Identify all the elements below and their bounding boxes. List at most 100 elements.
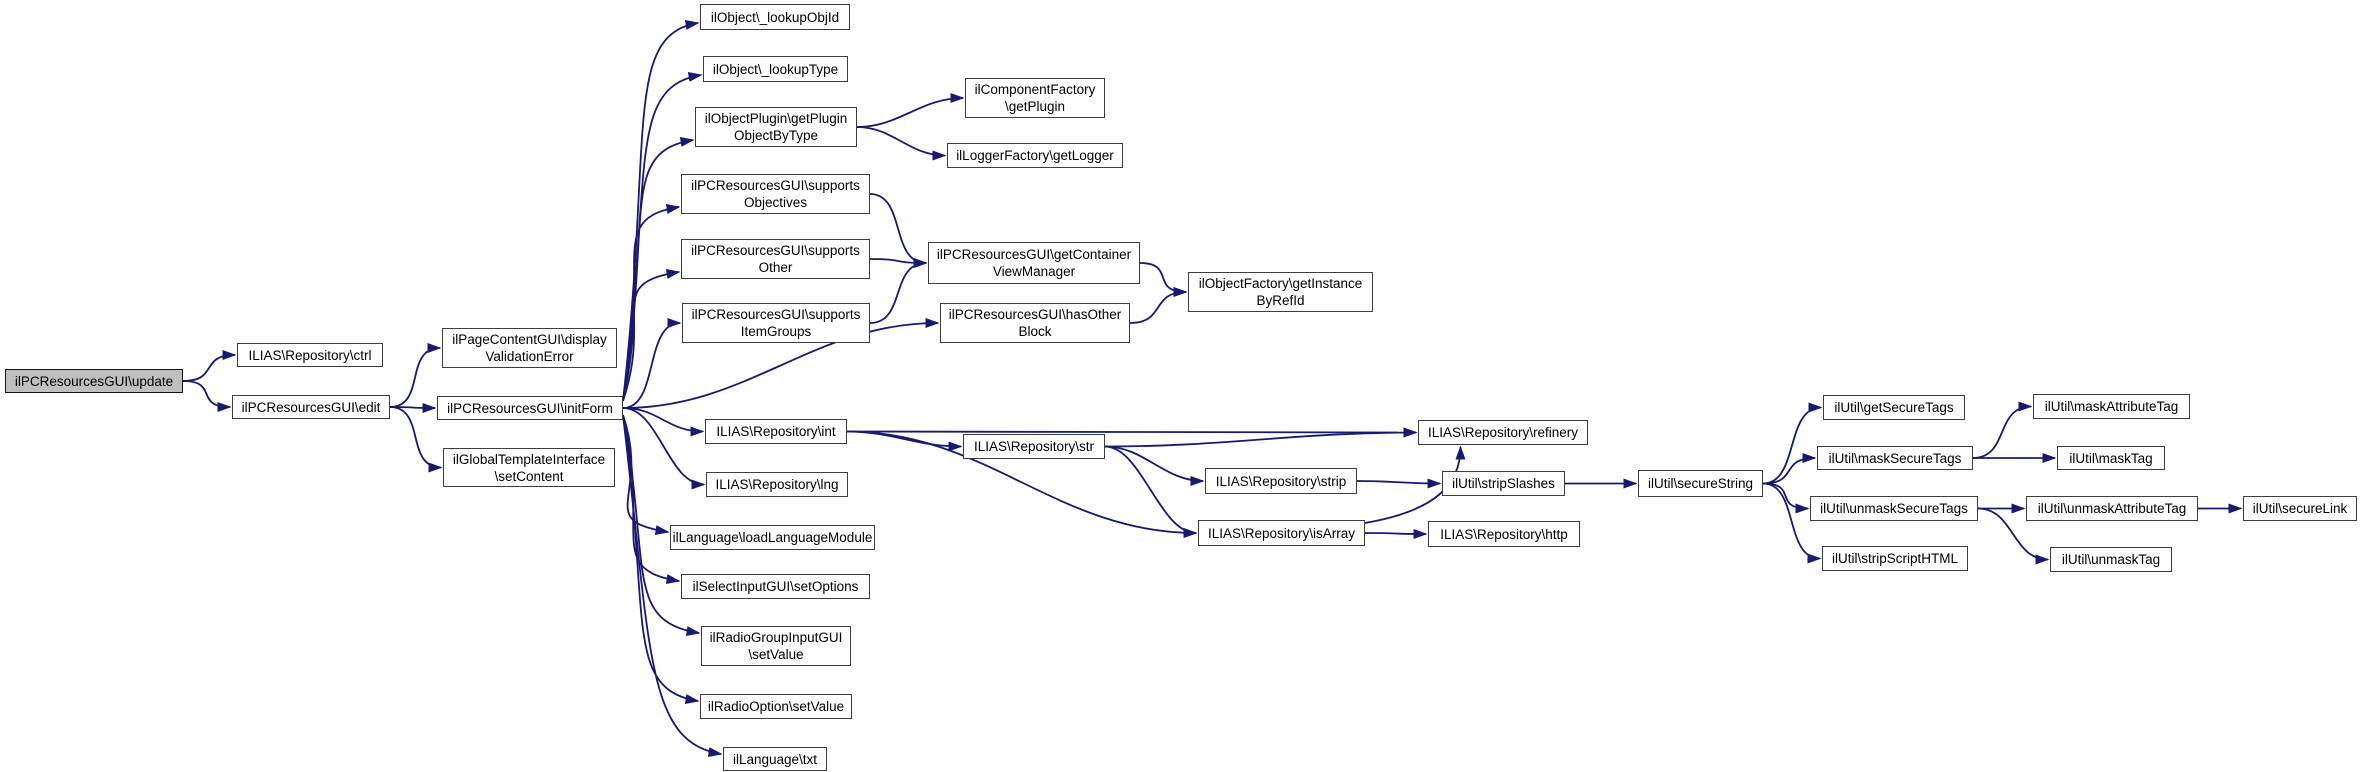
node-label: ilUtil\secureLink <box>2252 501 2348 516</box>
node-setOptions[interactable]: ilSelectInputGUI\setOptions <box>681 574 870 599</box>
node-lng[interactable]: ILIAS\Repository\lng <box>706 472 848 497</box>
edge-str-to-strip <box>1104 445 1205 486</box>
node-label: \setValue <box>748 647 804 662</box>
node-radioOptionSetValue[interactable]: ilRadioOption\setValue <box>700 694 852 719</box>
node-label: ilComponentFactory <box>974 82 1096 97</box>
node-stripScriptHTML[interactable]: ilUtil\stripScriptHTML <box>1822 546 1968 571</box>
node-unmaskTag[interactable]: ilUtil\unmaskTag <box>2050 547 2172 572</box>
node-label: ILIAS\Repository\lng <box>715 477 839 492</box>
node-strip[interactable]: ILIAS\Repository\strip <box>1205 468 1357 494</box>
node-label: ObjectByType <box>733 128 819 143</box>
node-label: ilPCResourcesGUI\getContainer <box>936 247 1132 262</box>
node-initForm[interactable]: ilPCResourcesGUI\initForm <box>437 396 623 420</box>
node-label: ilPCResourcesGUI\supports <box>691 307 861 322</box>
node-getPlugin[interactable]: ilComponentFactory \getPlugin <box>965 78 1105 118</box>
node-label: ILIAS\Repository\isArray <box>1207 525 1356 541</box>
node-refinery[interactable]: ILIAS\Repository\refinery <box>1418 420 1588 445</box>
node-radioGroupSetValue[interactable]: ilRadioGroupInputGUI \setValue <box>701 626 851 666</box>
node-stripSlashes[interactable]: ilUtil\stripSlashes <box>1442 471 1565 496</box>
node-label: ILIAS\Repository\http <box>1440 526 1568 542</box>
node-label: ilUtil\unmaskSecureTags <box>1820 501 1968 516</box>
node-maskAttributeTag[interactable]: ilUtil\maskAttributeTag <box>2033 394 2190 419</box>
node-label: Other <box>758 260 793 275</box>
node-isArray[interactable]: ILIAS\Repository\isArray <box>1198 520 1365 546</box>
edge-int-to-refinery <box>846 427 1418 438</box>
node-label: ilLoggerFactory\getLogger <box>956 148 1114 163</box>
edge-maskSecureTags-to-maskAttributeTag <box>1972 401 2033 459</box>
node-label: ilPCResourcesGUI\update <box>14 373 174 389</box>
node-txt[interactable]: ilLanguage\txt <box>723 747 827 771</box>
node-str[interactable]: ILIAS\Repository\str <box>963 434 1105 459</box>
node-label: ILIAS\Repository\ctrl <box>248 347 372 363</box>
edge-supportsObjectives-to-getContainerViewManager <box>869 193 928 268</box>
edge-initForm-to-lng <box>622 407 706 490</box>
edge-initForm-to-loadLanguageModule <box>622 414 670 535</box>
node-label: ilPCResourcesGUI\edit <box>241 399 381 415</box>
edge-secureString-to-stripScriptHTML <box>1762 482 1822 564</box>
edge-initForm-to-int <box>622 407 705 437</box>
node-label: ilUtil\secureString <box>1647 476 1754 491</box>
node-label: ilPageContentGUI\display <box>452 332 607 347</box>
node-label: ilRadioGroupInputGUI <box>709 630 843 645</box>
node-maskTag[interactable]: ilUtil\maskTag <box>2057 446 2165 470</box>
edge-initForm-to-supportsObjectives <box>622 204 681 402</box>
edge-initForm-to-txt <box>622 414 723 757</box>
edge-getPluginObjectByType-to-getPlugin <box>856 93 965 128</box>
node-secureString[interactable]: ilUtil\secureString <box>1638 470 1763 497</box>
node-edit[interactable]: ilPCResourcesGUI\edit <box>232 395 390 419</box>
edge-update-to-edit <box>182 380 232 412</box>
node-secureLink[interactable]: ilUtil\secureLink <box>2243 496 2357 521</box>
node-setContent[interactable]: ilGlobalTemplateInterface\setContent <box>443 448 615 487</box>
node-label: ilPCResourcesGUI\supports <box>691 243 860 258</box>
edge-hasOtherBlock-to-getInstanceByRefId <box>1129 287 1188 324</box>
node-loadLanguageModule[interactable]: ilLanguage\loadLanguageModule <box>670 525 875 550</box>
edge-initForm-to-supportsItemGroups <box>622 318 682 409</box>
node-ctrl[interactable]: ILIAS\Repository\ctrl <box>237 343 383 367</box>
node-label: Objectives <box>743 195 808 210</box>
node-lookupType[interactable]: ilObject\_lookupType <box>703 56 848 82</box>
node-update[interactable]: ilPCResourcesGUI\update <box>5 369 183 393</box>
node-int[interactable]: ILIAS\Repository\int <box>705 419 847 444</box>
node-label: \getPlugin <box>1004 99 1066 114</box>
node-label: ilUtil\maskSecureTags <box>1828 450 1962 466</box>
edge-isArray-to-http <box>1364 528 1428 539</box>
node-label: ilObject\_lookupType <box>712 61 839 77</box>
node-label: \setContent <box>494 468 564 484</box>
edge-secureString-to-unmaskSecureTags <box>1762 482 1810 514</box>
edge-getPluginObjectByType-to-getLogger <box>856 126 947 161</box>
edge-int-to-str <box>846 430 963 452</box>
node-label: ViewManager <box>992 264 1076 279</box>
node-label: ilPCResourcesGUI\supports <box>691 178 860 193</box>
node-label: ilLanguage\txt <box>732 751 818 767</box>
edge-initForm-to-lookupObjId <box>622 20 700 402</box>
edge-initForm-to-setOptions <box>622 414 681 584</box>
node-label: ILIAS\Repository\str <box>973 439 1095 454</box>
node-maskSecureTags[interactable]: ilUtil\maskSecureTags <box>1817 446 1973 470</box>
edge-initForm-to-supportsOther <box>622 269 681 402</box>
node-lookupObjId[interactable]: ilObject\_lookupObjId <box>700 4 850 30</box>
node-unmaskAttributeTag[interactable]: ilUtil\unmaskAttributeTag <box>2026 496 2198 521</box>
node-getLogger[interactable]: ilLoggerFactory\getLogger <box>947 143 1123 168</box>
edge-edit-to-setContent <box>389 406 443 473</box>
node-getSecureTags[interactable]: ilUtil\getSecureTags <box>1823 395 1965 420</box>
edge-edit-to-displayValidationError <box>389 343 442 408</box>
node-label: ILIAS\Repository\strip <box>1215 473 1347 489</box>
edge-getContainerViewManager-to-getInstanceByRefId <box>1139 262 1188 297</box>
edge-supportsItemGroups-to-getContainerViewManager <box>869 258 928 324</box>
edge-edit-to-initForm <box>389 402 437 413</box>
edge-initForm-to-getPluginObjectByType <box>622 137 695 402</box>
node-http[interactable]: ILIAS\Repository\http <box>1428 521 1580 547</box>
node-label: Block <box>1018 324 1052 339</box>
node-label: ValidationError <box>485 349 574 364</box>
node-unmaskSecureTags[interactable]: ilUtil\unmaskSecureTags <box>1810 496 1978 521</box>
